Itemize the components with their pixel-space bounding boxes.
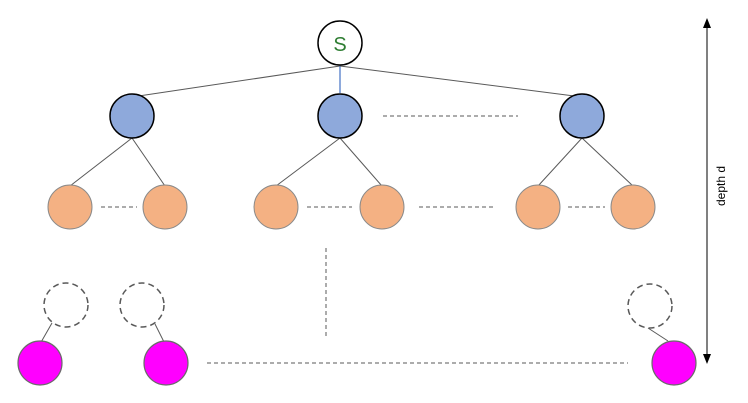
level2-node (359, 184, 405, 230)
edge-l1a-l2b (131, 137, 166, 187)
root-node: S (317, 20, 363, 66)
level2-node (515, 184, 561, 230)
depth-label: depth d (714, 166, 728, 206)
edge-l1a-l2a (69, 137, 133, 187)
elision-dashes (101, 115, 628, 364)
level2-node (142, 184, 188, 230)
elided-node (43, 282, 89, 328)
edge-l1c-l2f (581, 137, 634, 187)
level1-edges (69, 137, 634, 187)
edge-dashed-leaf-3 (647, 327, 669, 342)
leaf-node (143, 340, 189, 386)
level2-node (47, 184, 93, 230)
edge-root-l1-left (131, 65, 341, 98)
elided-node (119, 282, 165, 328)
level1-node (559, 93, 605, 139)
leaf-node (17, 340, 63, 386)
edge-l1b-l2c (275, 137, 341, 187)
level1-node (109, 93, 155, 139)
edge-root-l1-right (339, 65, 583, 98)
elided-node (627, 283, 673, 329)
level1-node (317, 93, 363, 139)
level1-nodes (109, 93, 605, 139)
edge-l1b-l2d (339, 137, 383, 187)
level2-nodes (47, 184, 656, 230)
edge-l1c-l2e (537, 137, 583, 187)
depth-arrow-head-top (703, 18, 711, 28)
elided-nodes (43, 282, 673, 329)
depth-arrow: depth d (703, 18, 728, 364)
level2-node (253, 184, 299, 230)
root-label: S (333, 34, 346, 56)
leaf-node (651, 340, 697, 386)
root-circle (317, 20, 363, 66)
depth-arrow-head-bottom (703, 354, 711, 364)
root-edges (131, 65, 583, 98)
level2-node (610, 184, 656, 230)
leaf-nodes (17, 340, 697, 386)
